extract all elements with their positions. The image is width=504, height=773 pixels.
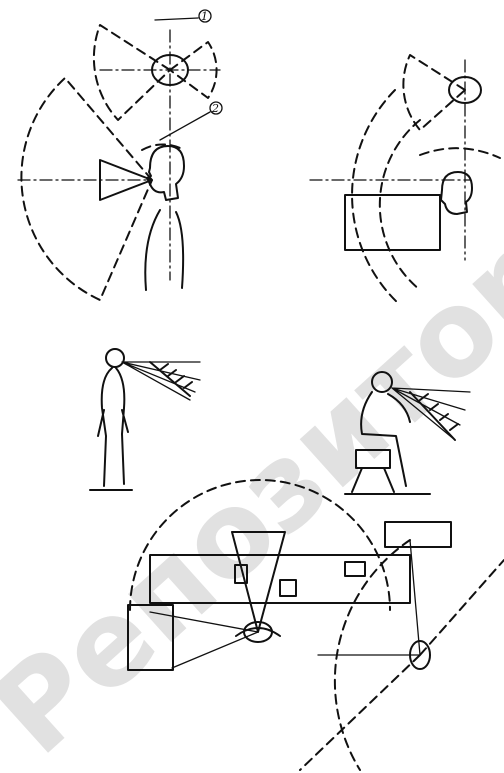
plan-desk bbox=[149, 554, 411, 604]
plan-operator-shoulders bbox=[235, 627, 281, 637]
standing-figure-body bbox=[97, 367, 129, 487]
plan-device-1 bbox=[234, 564, 248, 584]
vision-zone-large-sector bbox=[20, 77, 153, 301]
callout-marker-2: 2 bbox=[159, 101, 223, 141]
callout-marker-1: 1 bbox=[154, 9, 212, 23]
plan-operator2-sector bbox=[299, 559, 504, 771]
panel-workstation-plan bbox=[127, 479, 504, 771]
seated-hatched-surface bbox=[409, 391, 459, 441]
head-top-arc bbox=[141, 143, 181, 151]
callout-label-2: 2 bbox=[211, 102, 219, 115]
seated-sightline-fan bbox=[391, 387, 471, 441]
plan-sightline-left bbox=[149, 611, 259, 669]
plan-device-3 bbox=[344, 561, 366, 577]
torso-profile bbox=[144, 209, 185, 291]
plan-reach-arc-large bbox=[129, 479, 391, 611]
seated-frame-box bbox=[344, 194, 441, 251]
panel-head-rotation-zones: 1 2 bbox=[17, 9, 223, 301]
panel-standing-sightlines bbox=[89, 348, 201, 491]
seated-figure-body bbox=[360, 391, 411, 487]
seated-head-arc bbox=[419, 147, 501, 159]
plan-operator2-sightlines bbox=[317, 539, 421, 656]
standing-figure-head bbox=[105, 348, 125, 368]
seated-stool bbox=[355, 449, 391, 469]
seated-zone-outer-arc bbox=[351, 89, 401, 306]
seated-figure-head bbox=[371, 371, 393, 393]
seated-head-profile bbox=[440, 171, 473, 215]
vision-zone-small-sector bbox=[99, 159, 153, 201]
top-view-sector-outer bbox=[92, 24, 171, 121]
plan-reach-arc-operator2 bbox=[333, 539, 411, 771]
panel-seated-sightlines bbox=[344, 371, 471, 495]
seated-zone-inner-arc bbox=[378, 119, 421, 291]
panel-seated-head-zones bbox=[309, 54, 501, 306]
callout-label-1: 1 bbox=[201, 10, 208, 23]
plan-device-2 bbox=[279, 579, 297, 597]
plan-console-left bbox=[127, 604, 174, 671]
seated-zone-top-sector bbox=[402, 54, 466, 131]
seated-stool-legs bbox=[351, 467, 395, 493]
plan-console-right bbox=[384, 521, 452, 548]
head-profile bbox=[146, 145, 185, 201]
standing-hatched-surface bbox=[149, 361, 193, 397]
